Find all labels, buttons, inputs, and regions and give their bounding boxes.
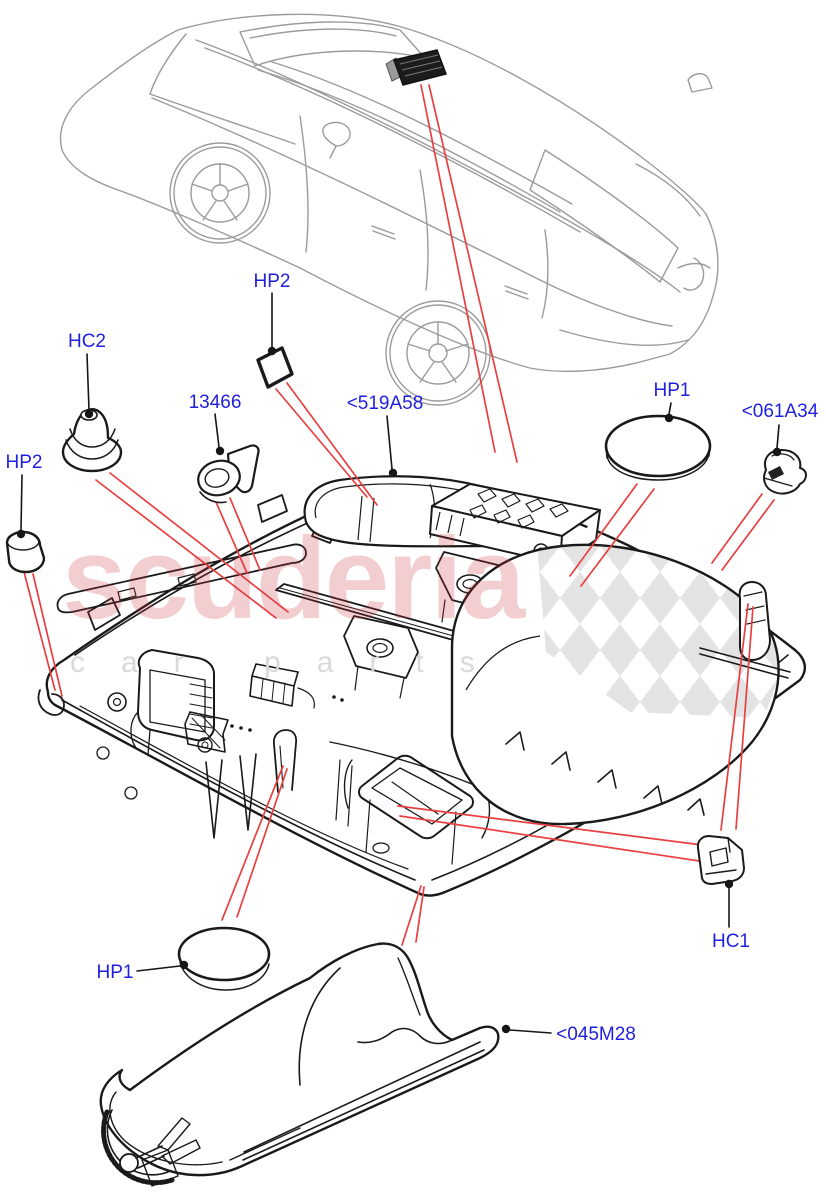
red-line-hc1-c xyxy=(720,603,749,831)
label-hp1-right: HP1 xyxy=(654,380,691,401)
red-line-hc1-d xyxy=(735,606,754,830)
part-hc2-grommet xyxy=(61,408,123,473)
red-line-hp1-bottom-b xyxy=(236,768,288,918)
part-hp1-cap-bottom xyxy=(177,926,271,991)
red-line-045m28-b xyxy=(415,886,425,943)
red-line-hc2-a xyxy=(95,479,277,619)
red-line-hp2-top-a xyxy=(275,388,368,498)
vehicle-line-art xyxy=(59,13,719,406)
part-13466-clip xyxy=(197,444,260,504)
red-line-hp1-right-a xyxy=(569,483,638,577)
watermark: scuderia car parts xyxy=(62,513,529,679)
red-line-13466-b xyxy=(229,497,261,571)
red-line-roof-b xyxy=(428,84,518,463)
label-hp2-top: HP2 xyxy=(254,271,291,292)
label-519a58: <519A58 xyxy=(347,393,424,414)
part-045m28-bin xyxy=(99,942,500,1187)
red-line-hp2-left-b xyxy=(32,573,63,697)
red-line-hc2-b xyxy=(109,472,289,613)
red-locator-lines xyxy=(23,84,775,946)
red-line-hp2-top-b xyxy=(286,382,378,506)
label-hc2: HC2 xyxy=(68,331,106,352)
label-061a34: <061A34 xyxy=(742,401,819,422)
watermark-tagline: car parts xyxy=(70,646,511,679)
red-line-045m28-a xyxy=(401,885,422,946)
part-labels: HP2 HC2 13466 <519A58 HP1 <061A34 HP2 HP… xyxy=(6,271,819,1045)
console-module-box xyxy=(429,483,601,565)
red-line-roof-a xyxy=(420,84,496,453)
label-hp1-bottom: HP1 xyxy=(97,962,134,983)
exploded-parts xyxy=(5,346,807,991)
red-line-061a34-b xyxy=(721,499,775,571)
part-hc1-clip xyxy=(696,835,745,885)
part-hp2-plug-left xyxy=(5,530,46,574)
tray-right-details xyxy=(505,581,791,816)
label-13466: 13466 xyxy=(189,392,242,413)
part-061a34-clip xyxy=(763,449,807,495)
red-line-hp1-bottom-a xyxy=(221,765,284,921)
headliner-panel xyxy=(450,543,780,826)
watermark-brand: scuderia xyxy=(62,513,527,643)
label-045m28: <045M28 xyxy=(556,1024,636,1045)
leader-lines xyxy=(16,292,782,1034)
red-line-hp2-left-a xyxy=(23,571,56,691)
red-line-hc1-a xyxy=(397,805,711,847)
label-hp2-left: HP2 xyxy=(6,452,43,473)
roof-console-module xyxy=(385,49,447,86)
red-line-hc1-b xyxy=(399,815,707,863)
label-hc1: HC1 xyxy=(712,931,750,952)
part-hp1-cap-right xyxy=(604,414,712,481)
red-line-13466-a xyxy=(215,501,248,574)
red-line-hp1-right-b xyxy=(580,488,655,587)
red-line-061a34-a xyxy=(711,493,763,564)
